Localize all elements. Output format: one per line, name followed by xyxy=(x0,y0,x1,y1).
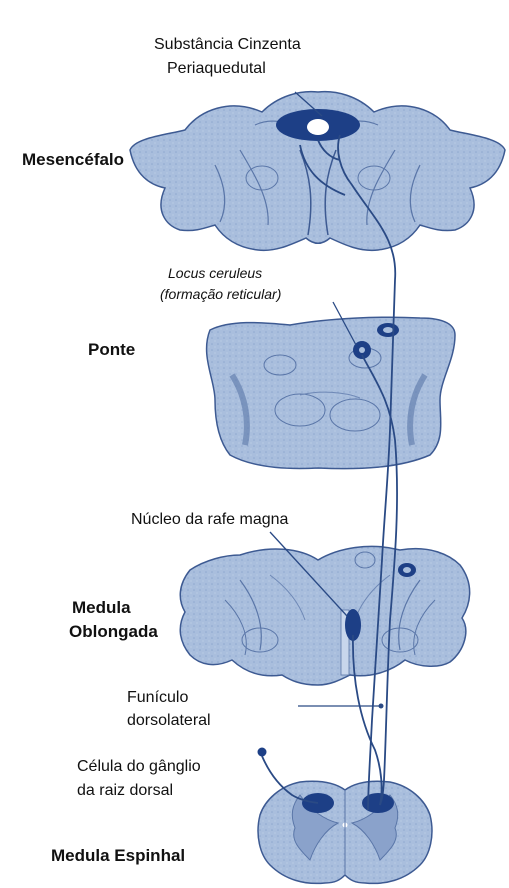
label-dorsolateral: dorsolateral xyxy=(127,712,211,730)
label-locus-ceruleus: Locus ceruleus xyxy=(168,265,262,281)
medulla-oblongata-section xyxy=(180,546,469,685)
label-oblongada: Oblongada xyxy=(69,622,158,642)
label-celula-ganglio: Célula do gânglio xyxy=(77,758,201,776)
label-ponte: Ponte xyxy=(88,340,135,360)
label-substancia-cinzenta: Substância Cinzenta xyxy=(154,36,301,54)
label-medula-espinhal: Medula Espinhal xyxy=(51,846,185,866)
label-raiz-dorsal: da raiz dorsal xyxy=(77,782,173,800)
label-mesencefalo: Mesencéfalo xyxy=(22,150,124,170)
pons-section xyxy=(207,317,455,468)
label-formacao-reticular: (formação reticular) xyxy=(160,286,281,302)
spinal-cord-section xyxy=(258,781,432,883)
label-medula: Medula xyxy=(72,598,131,618)
medulla-outline xyxy=(180,546,469,685)
cerebral-aqueduct xyxy=(307,119,329,135)
ganglion-cell-body xyxy=(258,748,267,757)
label-periaquedutal: Periaquedutal xyxy=(167,60,266,78)
midbrain-section xyxy=(130,92,505,251)
label-funiculo: Funículo xyxy=(127,689,188,707)
dorsal-horn-right xyxy=(362,793,394,813)
label-nucleo-rafe-magna: Núcleo da rafe magna xyxy=(131,511,288,529)
